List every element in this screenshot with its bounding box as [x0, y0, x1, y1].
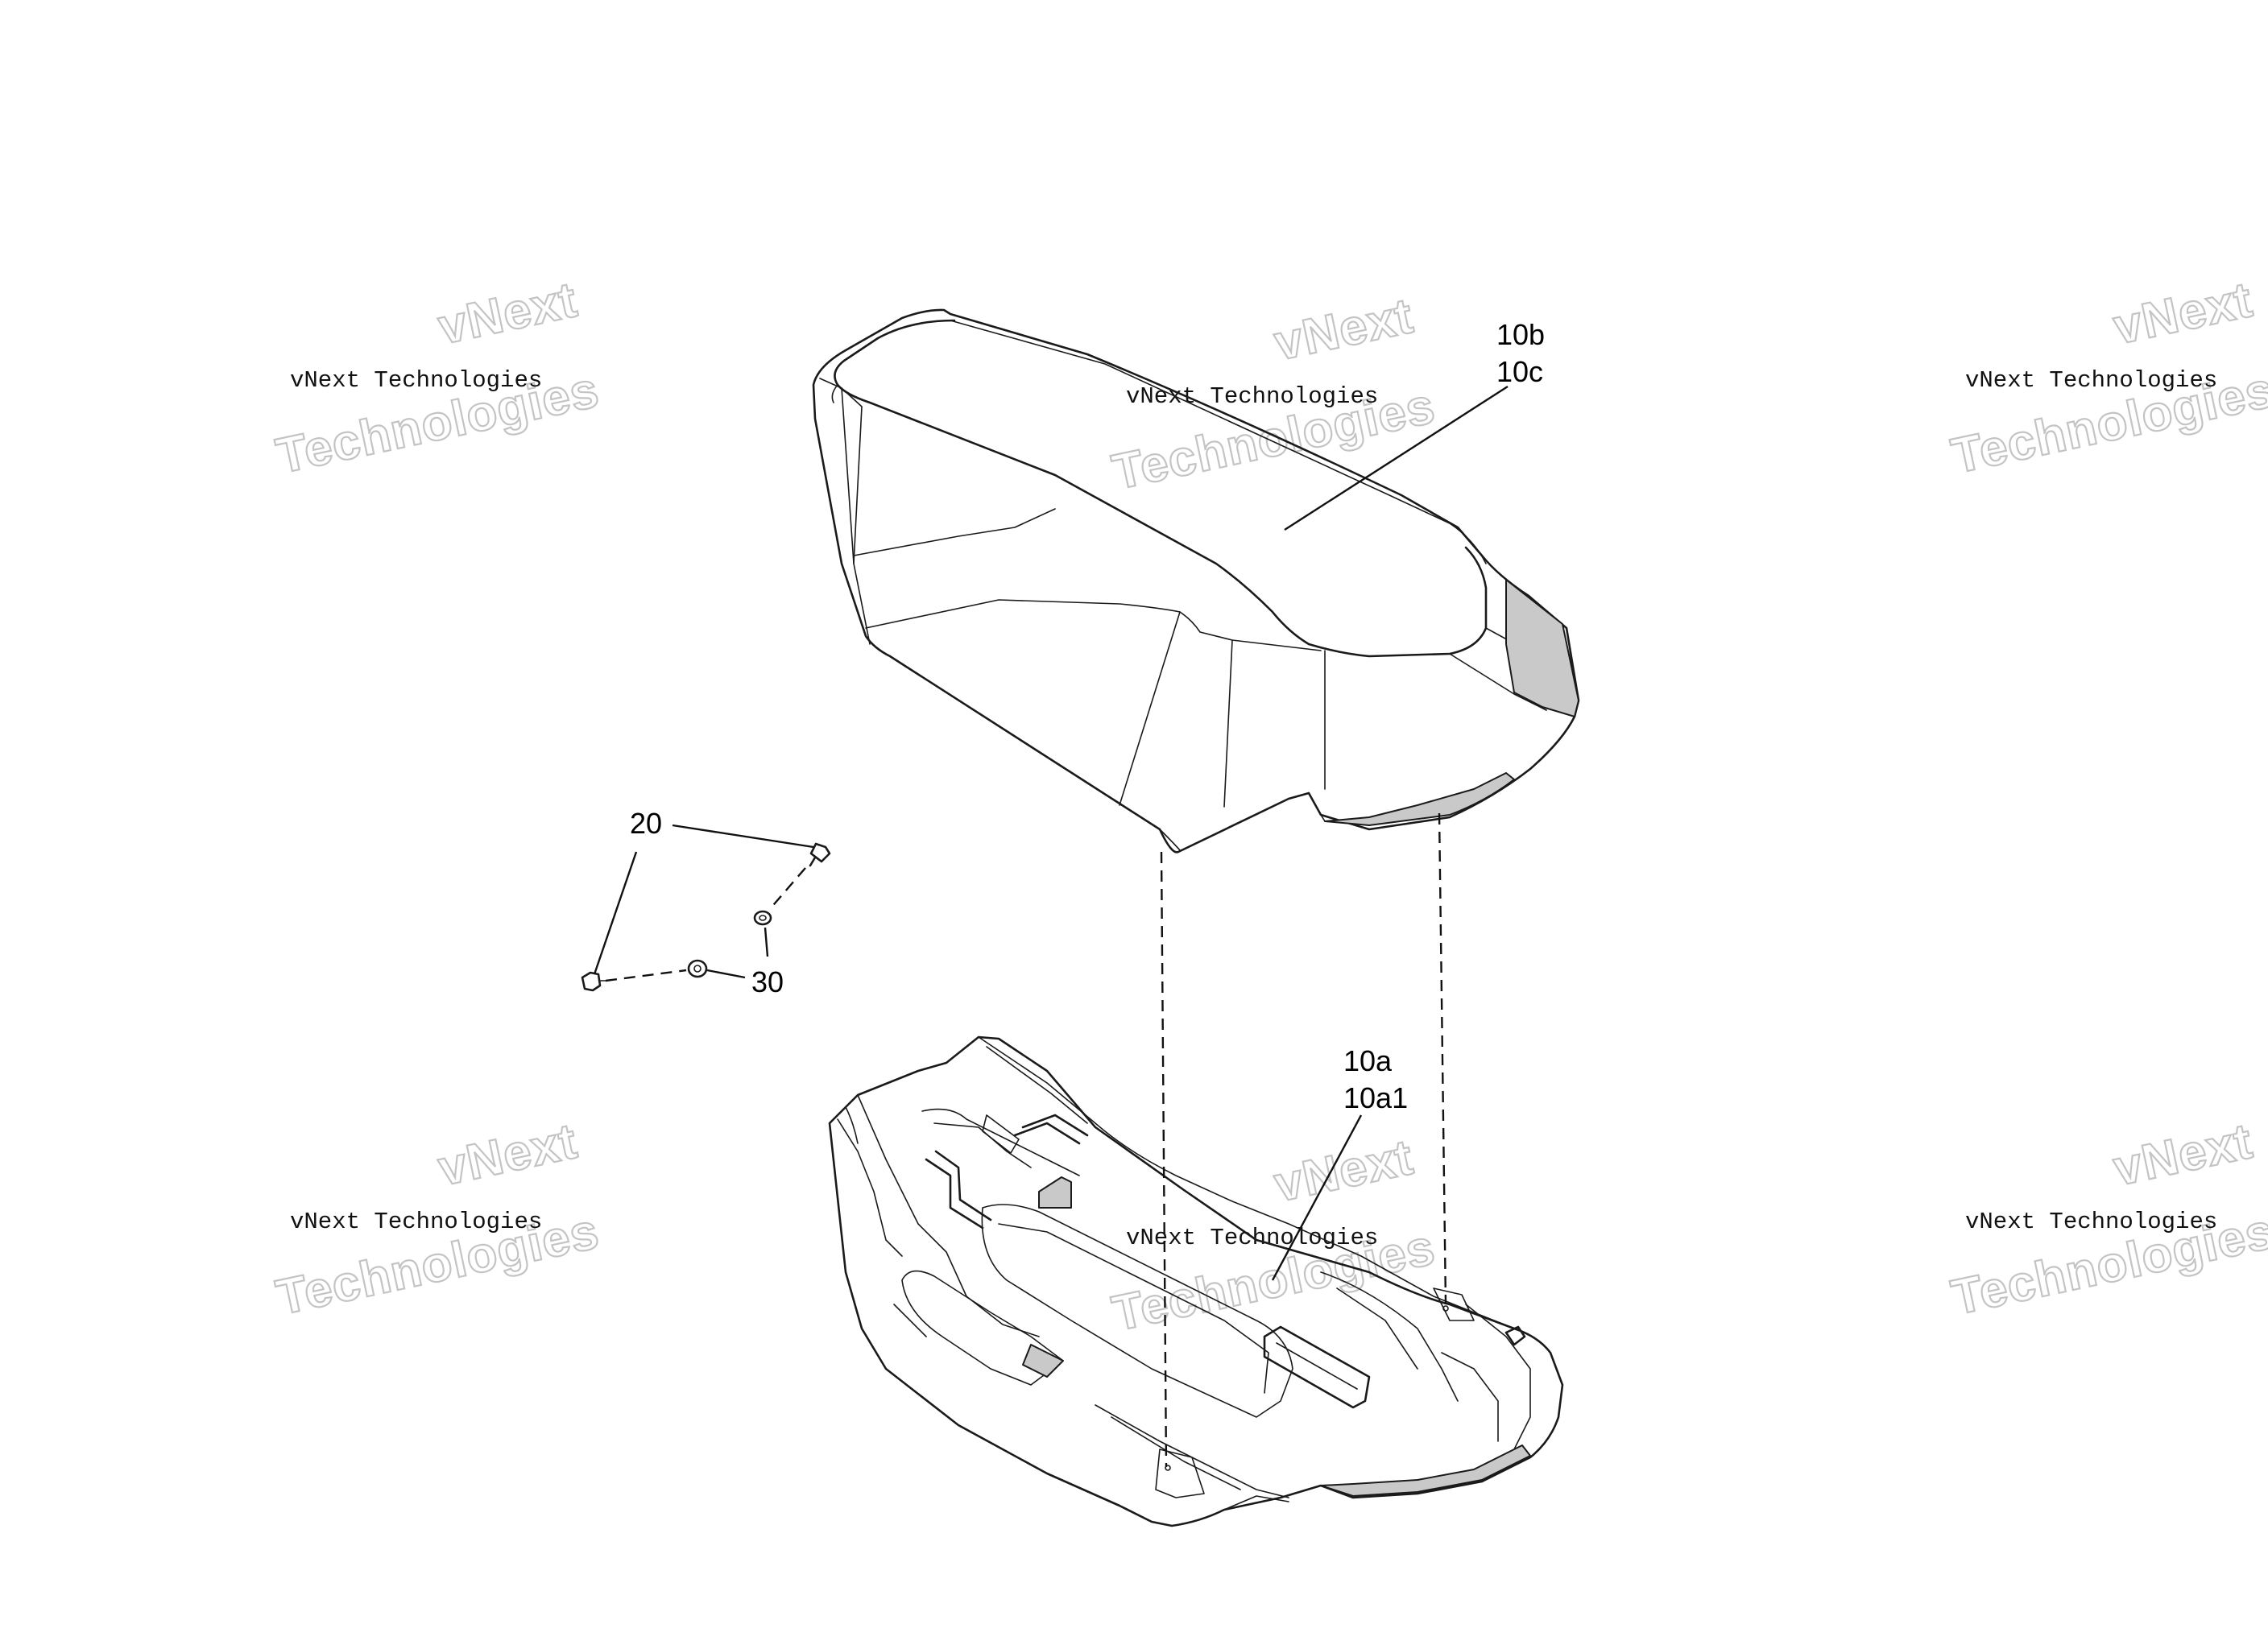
washer-lower — [687, 959, 708, 978]
callout-20: 20 — [630, 807, 662, 840]
seat-cover — [812, 308, 1580, 853]
watermark-text: vNext Technologies — [1965, 367, 2217, 394]
seat-base — [828, 1035, 1564, 1527]
watermark-vnext-outline: vNext — [433, 272, 581, 356]
callout-10c: 10c — [1496, 355, 1543, 388]
watermark: vNext Technologies vNext Technologies — [271, 1113, 605, 1327]
assembly-line-left — [1160, 851, 1168, 1468]
washer-upper — [753, 910, 772, 926]
watermark-vnext-outline: vNext — [2109, 1114, 2257, 1197]
watermark-text: vNext Technologies — [290, 1209, 542, 1235]
watermark-vnext-outline: vNext — [433, 1114, 581, 1197]
watermark-text: vNext Technologies — [1965, 1209, 2217, 1235]
watermark: vNext Technologies vNext Technologies — [271, 271, 605, 486]
leader-30-upper — [764, 927, 769, 957]
watermark-vnext-outline: vNext — [2109, 272, 2257, 356]
callout-30: 30 — [751, 965, 784, 998]
watermark: vNext Technologies vNext Technologies — [1946, 271, 2268, 486]
watermark-vnext-outline: vNext — [1269, 288, 1418, 372]
leader-10b — [1284, 385, 1509, 531]
leader-30-lower — [706, 969, 746, 979]
screw-upper — [809, 842, 831, 867]
watermark: vNext Technologies vNext Technologies — [1946, 1113, 2268, 1327]
assembly-line-screw-lower — [605, 969, 687, 982]
callout-10b: 10b — [1496, 318, 1545, 351]
callout-10a1: 10a1 — [1343, 1081, 1408, 1114]
screw-lower — [581, 971, 606, 992]
watermark: vNext Technologies vNext Technologies — [1107, 287, 1441, 502]
assembly-line-screw-upper — [768, 867, 806, 911]
callout-10a: 10a — [1343, 1044, 1393, 1077]
leader-10a — [1271, 1114, 1363, 1281]
watermark-vnext-outline: vNext — [1269, 1130, 1418, 1213]
watermark-text: vNext Technologies — [290, 367, 542, 394]
leader-20-upper — [672, 824, 814, 849]
leader-20-lower — [593, 851, 638, 975]
assembly-line-right — [1438, 812, 1447, 1305]
